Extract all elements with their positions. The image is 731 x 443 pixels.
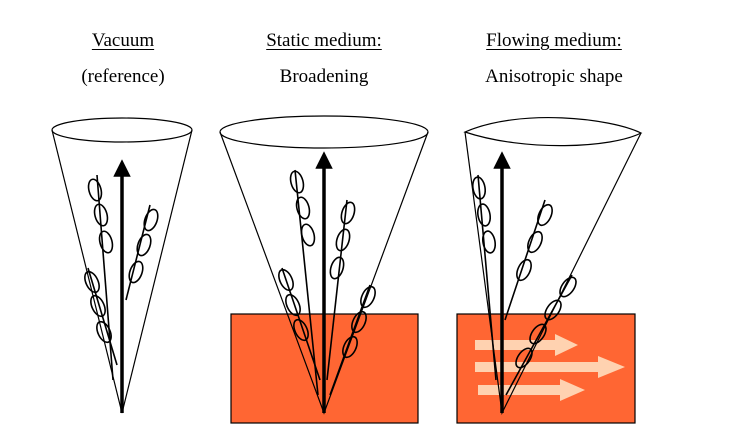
cone-rim [463,116,643,147]
panel-title-static-medium: Static medium: [266,30,382,51]
panel-subtitle-static-medium: Broadening [279,66,369,87]
gluon-radiation-left [278,169,321,396]
gluon-radiation-right [125,204,159,301]
panel-vacuum [51,117,193,414]
panel-static-medium [219,115,429,424]
cone-rim [51,117,193,143]
flow-arrow [478,379,585,401]
gluon-radiation-right [326,199,376,396]
flow-arrow [475,356,625,378]
gluon-radiation-left [84,174,118,381]
panel-subtitle-vacuum: (reference) [81,66,165,87]
panel-title-flowing-medium: Flowing medium: [486,30,622,51]
flow-arrow [475,334,578,356]
panel-flowing-medium [456,116,643,424]
panel-subtitle-flowing-medium: Anisotropic shape [485,66,623,87]
gluon-radiation-left [471,174,497,381]
gluon-radiation-right [504,199,577,396]
panel-title-vacuum: Vacuum [91,30,155,51]
cone-rim [219,115,429,149]
flow-arrows [475,334,625,401]
